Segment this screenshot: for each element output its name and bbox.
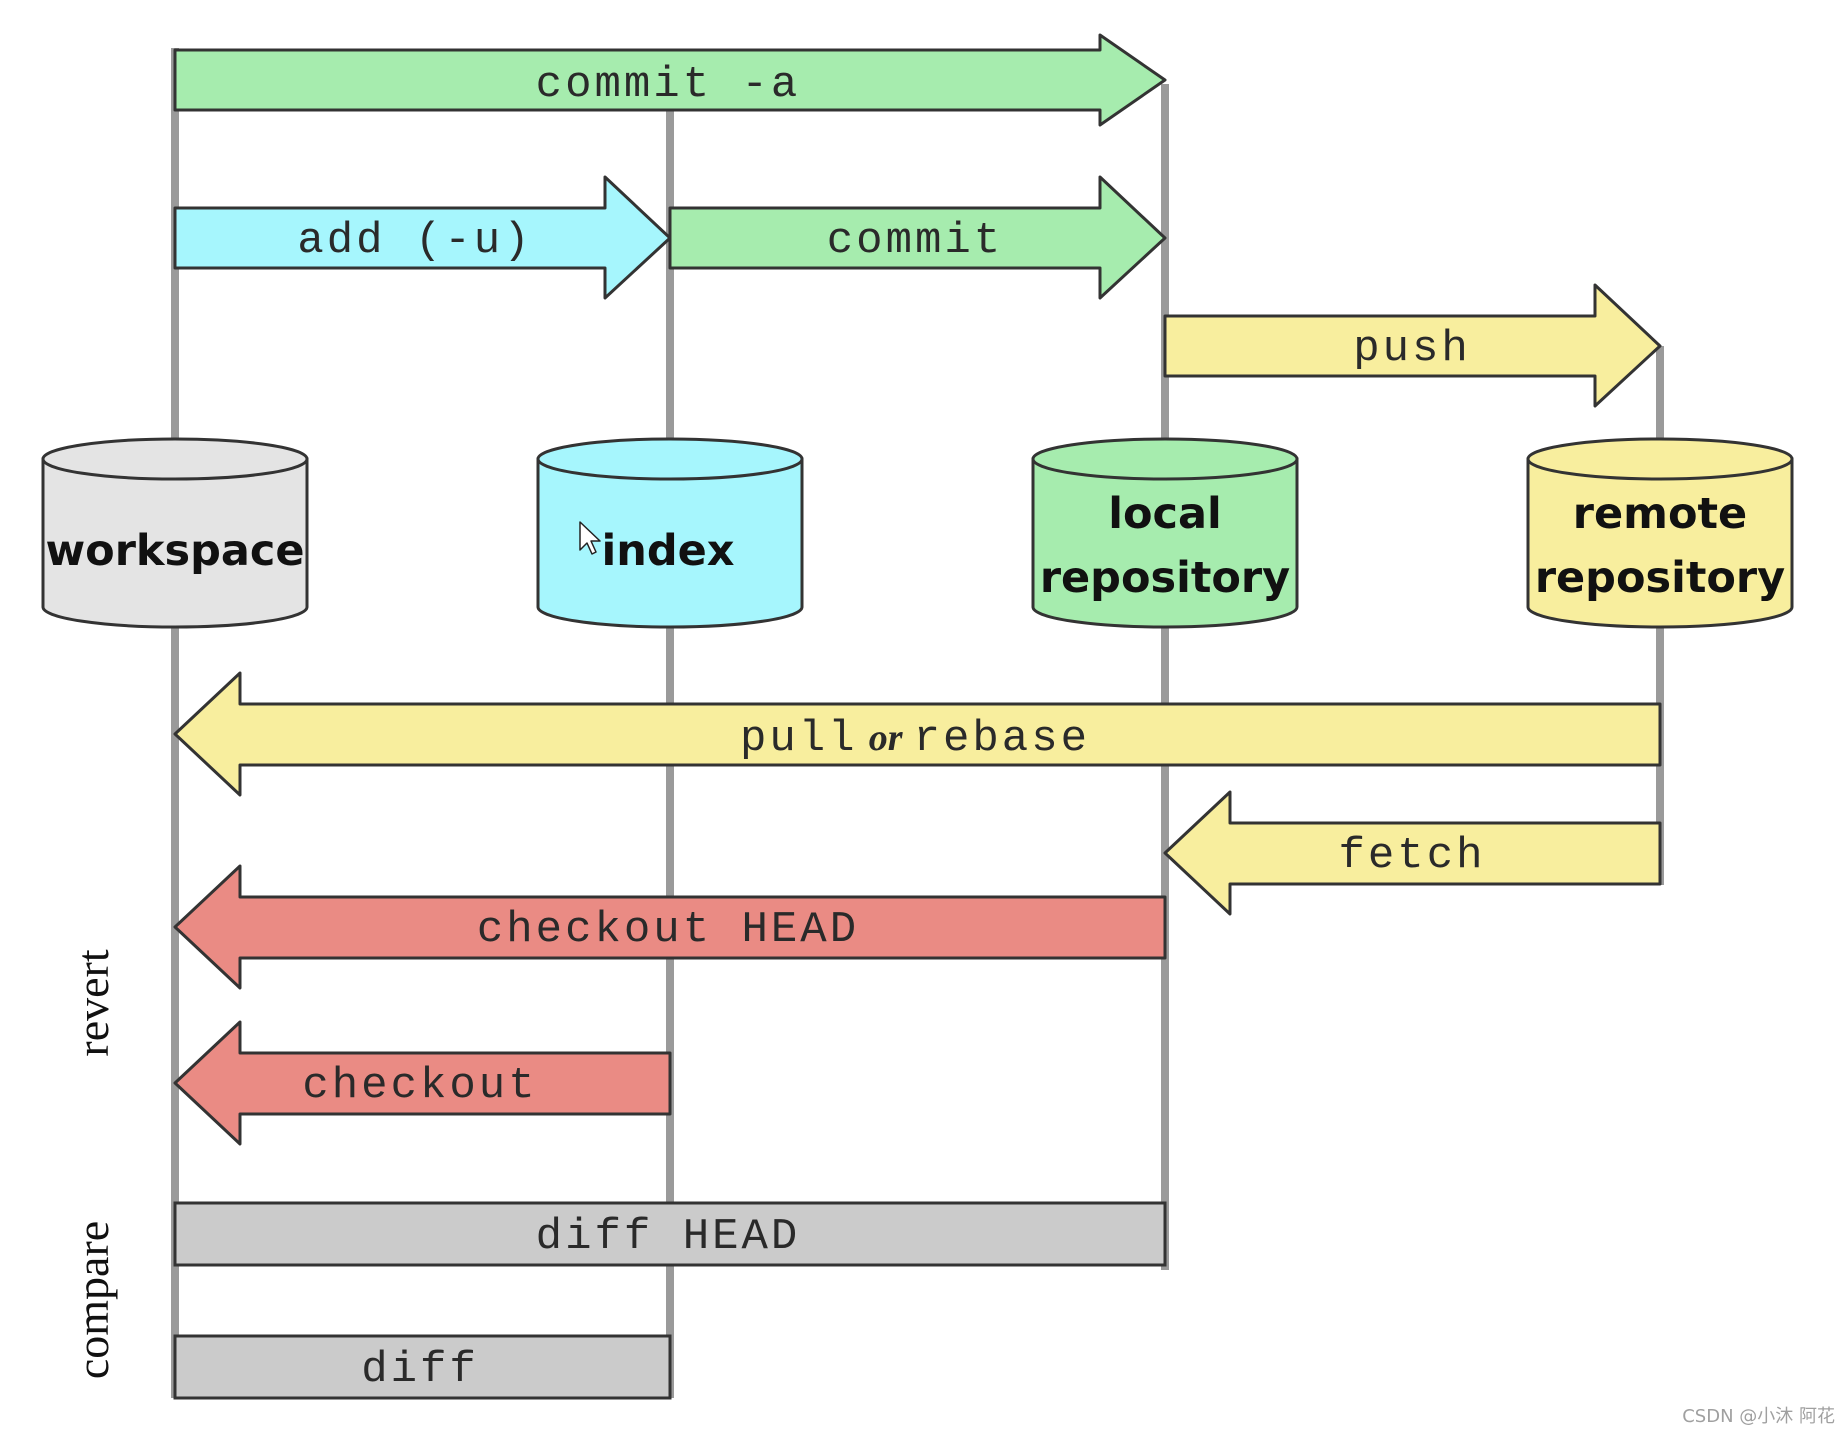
watermark: CSDN @小沐 阿花	[1682, 1406, 1835, 1427]
forward-arrows: commit -a add (-u) commit push	[173, 33, 1662, 408]
index-label: index	[601, 526, 734, 576]
fetch-label: fetch	[1338, 831, 1485, 881]
or-word: or	[869, 717, 904, 759]
local-repository-cylinder: local repository	[1031, 437, 1299, 629]
add-u-arrow: add (-u)	[173, 175, 672, 300]
diff-bar: diff	[173, 1334, 672, 1400]
mouse-cursor-icon	[579, 521, 601, 555]
add-u-label: add (-u)	[297, 216, 532, 266]
push-label: push	[1353, 324, 1471, 374]
workspace-cylinder: workspace	[41, 437, 309, 629]
storage-cylinders: workspace index local repository remote …	[41, 437, 1794, 629]
checkout-head-arrow: checkout HEAD	[173, 864, 1167, 990]
pull-or-rebase-arrow: pull or rebase	[173, 671, 1662, 797]
diff-head-label: diff HEAD	[536, 1212, 801, 1262]
commit-a-arrow: commit -a	[173, 33, 1167, 127]
backward-arrows: pull or rebase fetch checkout HEAD check…	[173, 671, 1662, 1146]
checkout-head-label: checkout HEAD	[477, 905, 859, 955]
index-cylinder: index	[536, 437, 804, 629]
commit-arrow: commit	[668, 175, 1167, 300]
diff-head-bar: diff HEAD	[173, 1201, 1167, 1267]
remote-label-line2: repository	[1535, 553, 1785, 603]
workspace-label: workspace	[45, 526, 304, 576]
rebase-word: rebase	[914, 714, 1090, 764]
push-arrow: push	[1163, 283, 1662, 408]
remote-label-line1: remote	[1573, 489, 1747, 539]
revert-group-label: revert	[67, 949, 118, 1056]
pull-or-rebase-label: pull or rebase	[740, 714, 1090, 764]
checkout-label: checkout	[302, 1061, 537, 1111]
lifelines	[171, 48, 1664, 1398]
checkout-arrow: checkout	[173, 1020, 672, 1146]
pull-word: pull	[740, 714, 858, 764]
remote-repository-cylinder: remote repository	[1526, 437, 1794, 629]
fetch-arrow: fetch	[1163, 790, 1662, 916]
compare-bars: diff HEAD diff	[173, 1201, 1167, 1400]
diff-label: diff	[361, 1345, 479, 1395]
compare-group-label: compare	[67, 1221, 118, 1379]
local-label-line1: local	[1108, 489, 1222, 539]
local-label-line2: repository	[1040, 553, 1290, 603]
commit-label: commit	[827, 216, 1003, 266]
commit-a-label: commit -a	[536, 60, 801, 110]
